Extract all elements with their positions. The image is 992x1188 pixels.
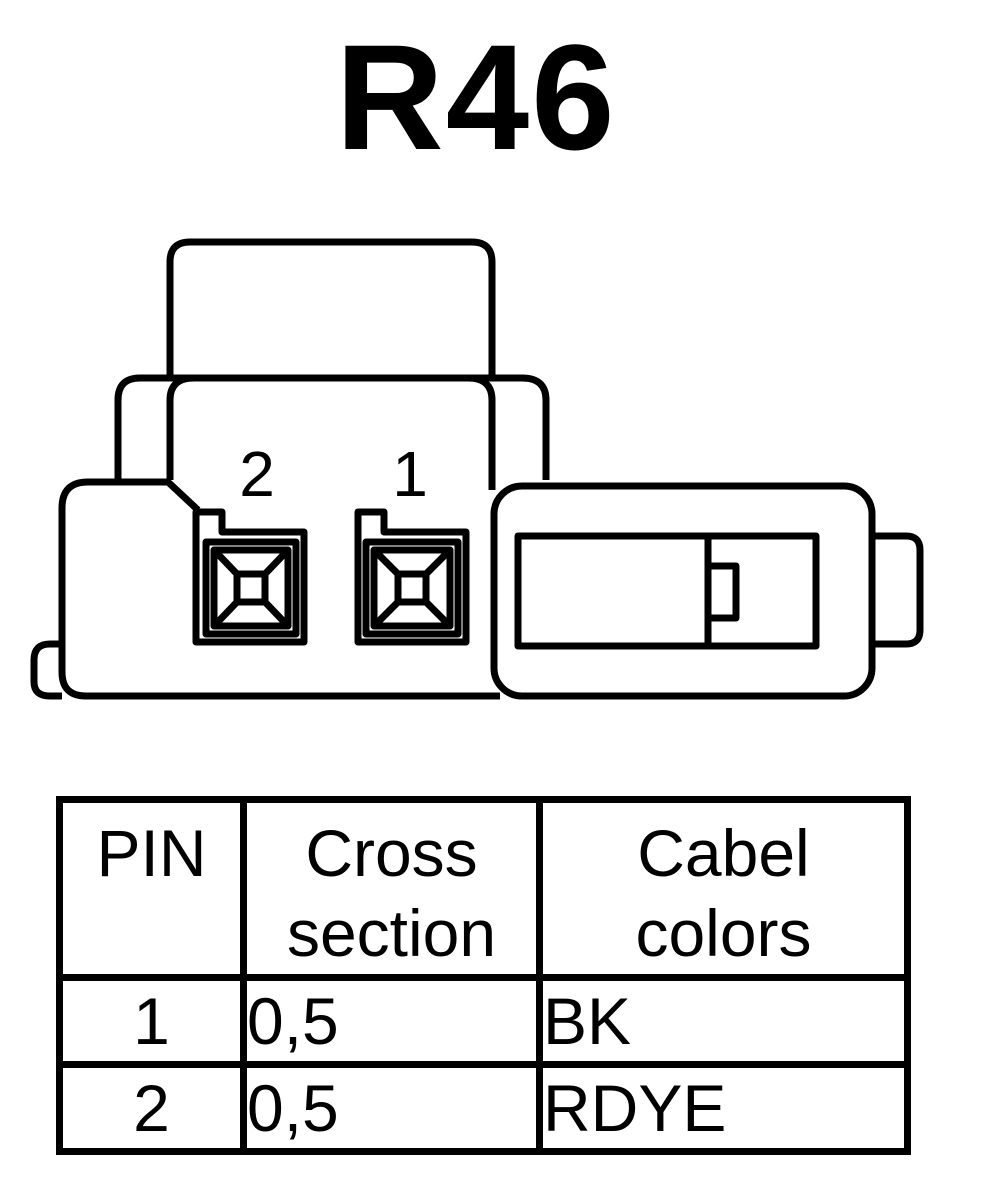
connector-pin-cavity	[166, 374, 496, 490]
terminal-pin-1	[354, 508, 470, 646]
connector-latch-body	[490, 482, 876, 700]
table-header-row: PIN Cross section Cabel colors	[56, 796, 911, 981]
connector-top-tab	[166, 238, 496, 378]
row-1-color: BK	[536, 974, 911, 1068]
pin-label-2: 2	[239, 438, 275, 510]
pin-assignment-table: PIN Cross section Cabel colors 1 0,5 BK …	[56, 796, 911, 1155]
row-2-color: RDYE	[536, 1061, 911, 1155]
header-cross-section: Cross section	[240, 796, 543, 981]
connector-latch-window	[514, 532, 820, 650]
header-cabel-colors: Cabel colors	[536, 796, 911, 981]
connector-drawing: 2 1	[30, 238, 924, 700]
terminal-pin-2	[192, 508, 308, 646]
table-row: 2 0,5 RDYE	[56, 1061, 911, 1155]
header-cross-section-line-2: section	[286, 896, 497, 970]
row-1-pin: 1	[56, 974, 247, 1068]
connector-left-lip	[30, 640, 62, 700]
pin-label-1: 1	[392, 438, 428, 510]
table-row: 1 0,5 BK	[56, 974, 911, 1068]
header-pin-line-1: PIN	[96, 816, 207, 890]
row-2-pin: 2	[56, 1061, 247, 1155]
header-pin: PIN	[56, 796, 247, 981]
connector-main-body	[58, 478, 201, 513]
row-1-cross-section: 0,5	[240, 974, 543, 1068]
connector-title: R46	[335, 13, 617, 181]
header-cabel-colors-line-1: Cabel	[637, 816, 810, 890]
row-2-cross-section: 0,5	[240, 1061, 543, 1155]
header-cabel-colors-line-2: colors	[635, 896, 812, 970]
connector-right-nub	[872, 532, 924, 648]
header-cross-section-line-1: Cross	[305, 816, 478, 890]
connector-upper-housing	[114, 374, 550, 480]
